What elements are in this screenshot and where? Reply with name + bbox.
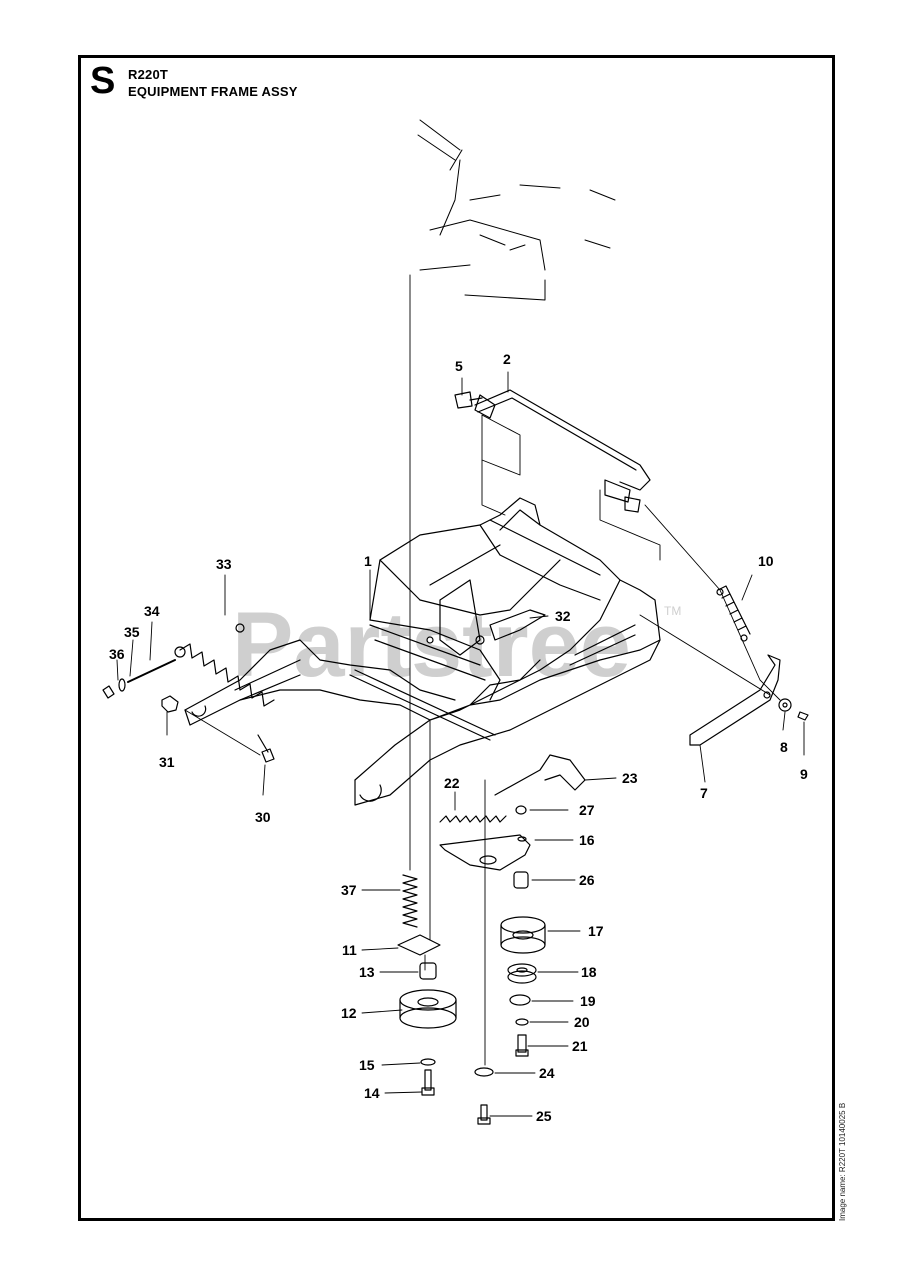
- callout-24: 24: [539, 1065, 555, 1081]
- callout-2: 2: [503, 351, 511, 367]
- upper-assembly-sketch: [417, 119, 616, 301]
- callout-34: 34: [144, 603, 160, 619]
- callout-8: 8: [780, 739, 788, 755]
- part-9-screw: [797, 711, 809, 721]
- callout-20: 20: [574, 1014, 590, 1030]
- callout-23: 23: [622, 770, 638, 786]
- part-5-bolt: [454, 391, 483, 409]
- callout-37: 37: [341, 882, 357, 898]
- callout-30: 30: [255, 809, 271, 825]
- callout-31: 31: [159, 754, 175, 770]
- callout-21: 21: [572, 1038, 588, 1054]
- part-18-bearing: [507, 963, 537, 984]
- callout-17: 17: [588, 923, 604, 939]
- callout-14: 14: [364, 1085, 380, 1101]
- part-34-bolt: [127, 659, 176, 683]
- callout-15: 15: [359, 1057, 375, 1073]
- part-35-washer: [118, 678, 126, 692]
- callout-33: 33: [216, 556, 232, 572]
- diagram-frame: [78, 55, 835, 1221]
- callout-12: 12: [341, 1005, 357, 1021]
- part-24-washer: [474, 1067, 494, 1077]
- part-31-nut: [161, 695, 179, 713]
- callout-35: 35: [124, 624, 140, 640]
- part-15-washer: [420, 1058, 436, 1066]
- fastener-bolt-right: [624, 496, 641, 513]
- part-27-nut: [515, 805, 527, 815]
- part-11-bracket: [397, 934, 441, 956]
- watermark-text: Partstree: [232, 594, 631, 696]
- reference-outline-lines: [184, 414, 781, 756]
- callout-10: 10: [758, 553, 774, 569]
- part-37-spring: [402, 874, 418, 928]
- callout-22: 22: [444, 775, 460, 791]
- part-7-lever: [689, 654, 781, 746]
- callout-18: 18: [581, 964, 597, 980]
- part-10-spring: [716, 585, 751, 642]
- part-20-washer: [515, 1018, 529, 1026]
- part-13-spacer: [419, 962, 437, 980]
- callout-leader-lines: [116, 371, 805, 1117]
- callout-5: 5: [455, 358, 463, 374]
- callout-9: 9: [800, 766, 808, 782]
- callout-19: 19: [580, 993, 596, 1009]
- callout-13: 13: [359, 964, 375, 980]
- part-33-spring: [174, 623, 275, 707]
- assembly-title: EQUIPMENT FRAME ASSY: [128, 84, 298, 99]
- callout-7: 7: [700, 785, 708, 801]
- part-14-bolt: [421, 1069, 435, 1096]
- callout-26: 26: [579, 872, 595, 888]
- part-21-bolt: [515, 1034, 529, 1057]
- part-32-bracket: [489, 609, 546, 641]
- callout-labels: 1 2 5 7 8 9 10 11 12 13 14 15 16 17 18 1…: [109, 351, 808, 1124]
- part-23-cable: [494, 754, 586, 796]
- part-26-spacer: [513, 871, 529, 889]
- part-17-pulley: [500, 916, 546, 954]
- part-12-pulley: [399, 989, 457, 1029]
- model-name: R220T: [128, 67, 169, 82]
- part-19-clip: [509, 994, 531, 1006]
- callout-1: 1: [364, 553, 372, 569]
- callout-27: 27: [579, 802, 595, 818]
- part-22-spring: [439, 815, 507, 823]
- part-8-washer: [778, 698, 792, 712]
- callout-16: 16: [579, 832, 595, 848]
- part-2-rod: [474, 389, 651, 503]
- part-25-bolt: [477, 1104, 491, 1125]
- section-letter: S: [90, 60, 116, 102]
- callout-36: 36: [109, 646, 125, 662]
- part-30-bolt: [257, 734, 275, 763]
- callout-11: 11: [342, 942, 357, 958]
- callout-32: 32: [555, 608, 571, 624]
- part-36-nut: [102, 685, 115, 699]
- callout-25: 25: [536, 1108, 552, 1124]
- watermark-tm: TM: [664, 604, 681, 618]
